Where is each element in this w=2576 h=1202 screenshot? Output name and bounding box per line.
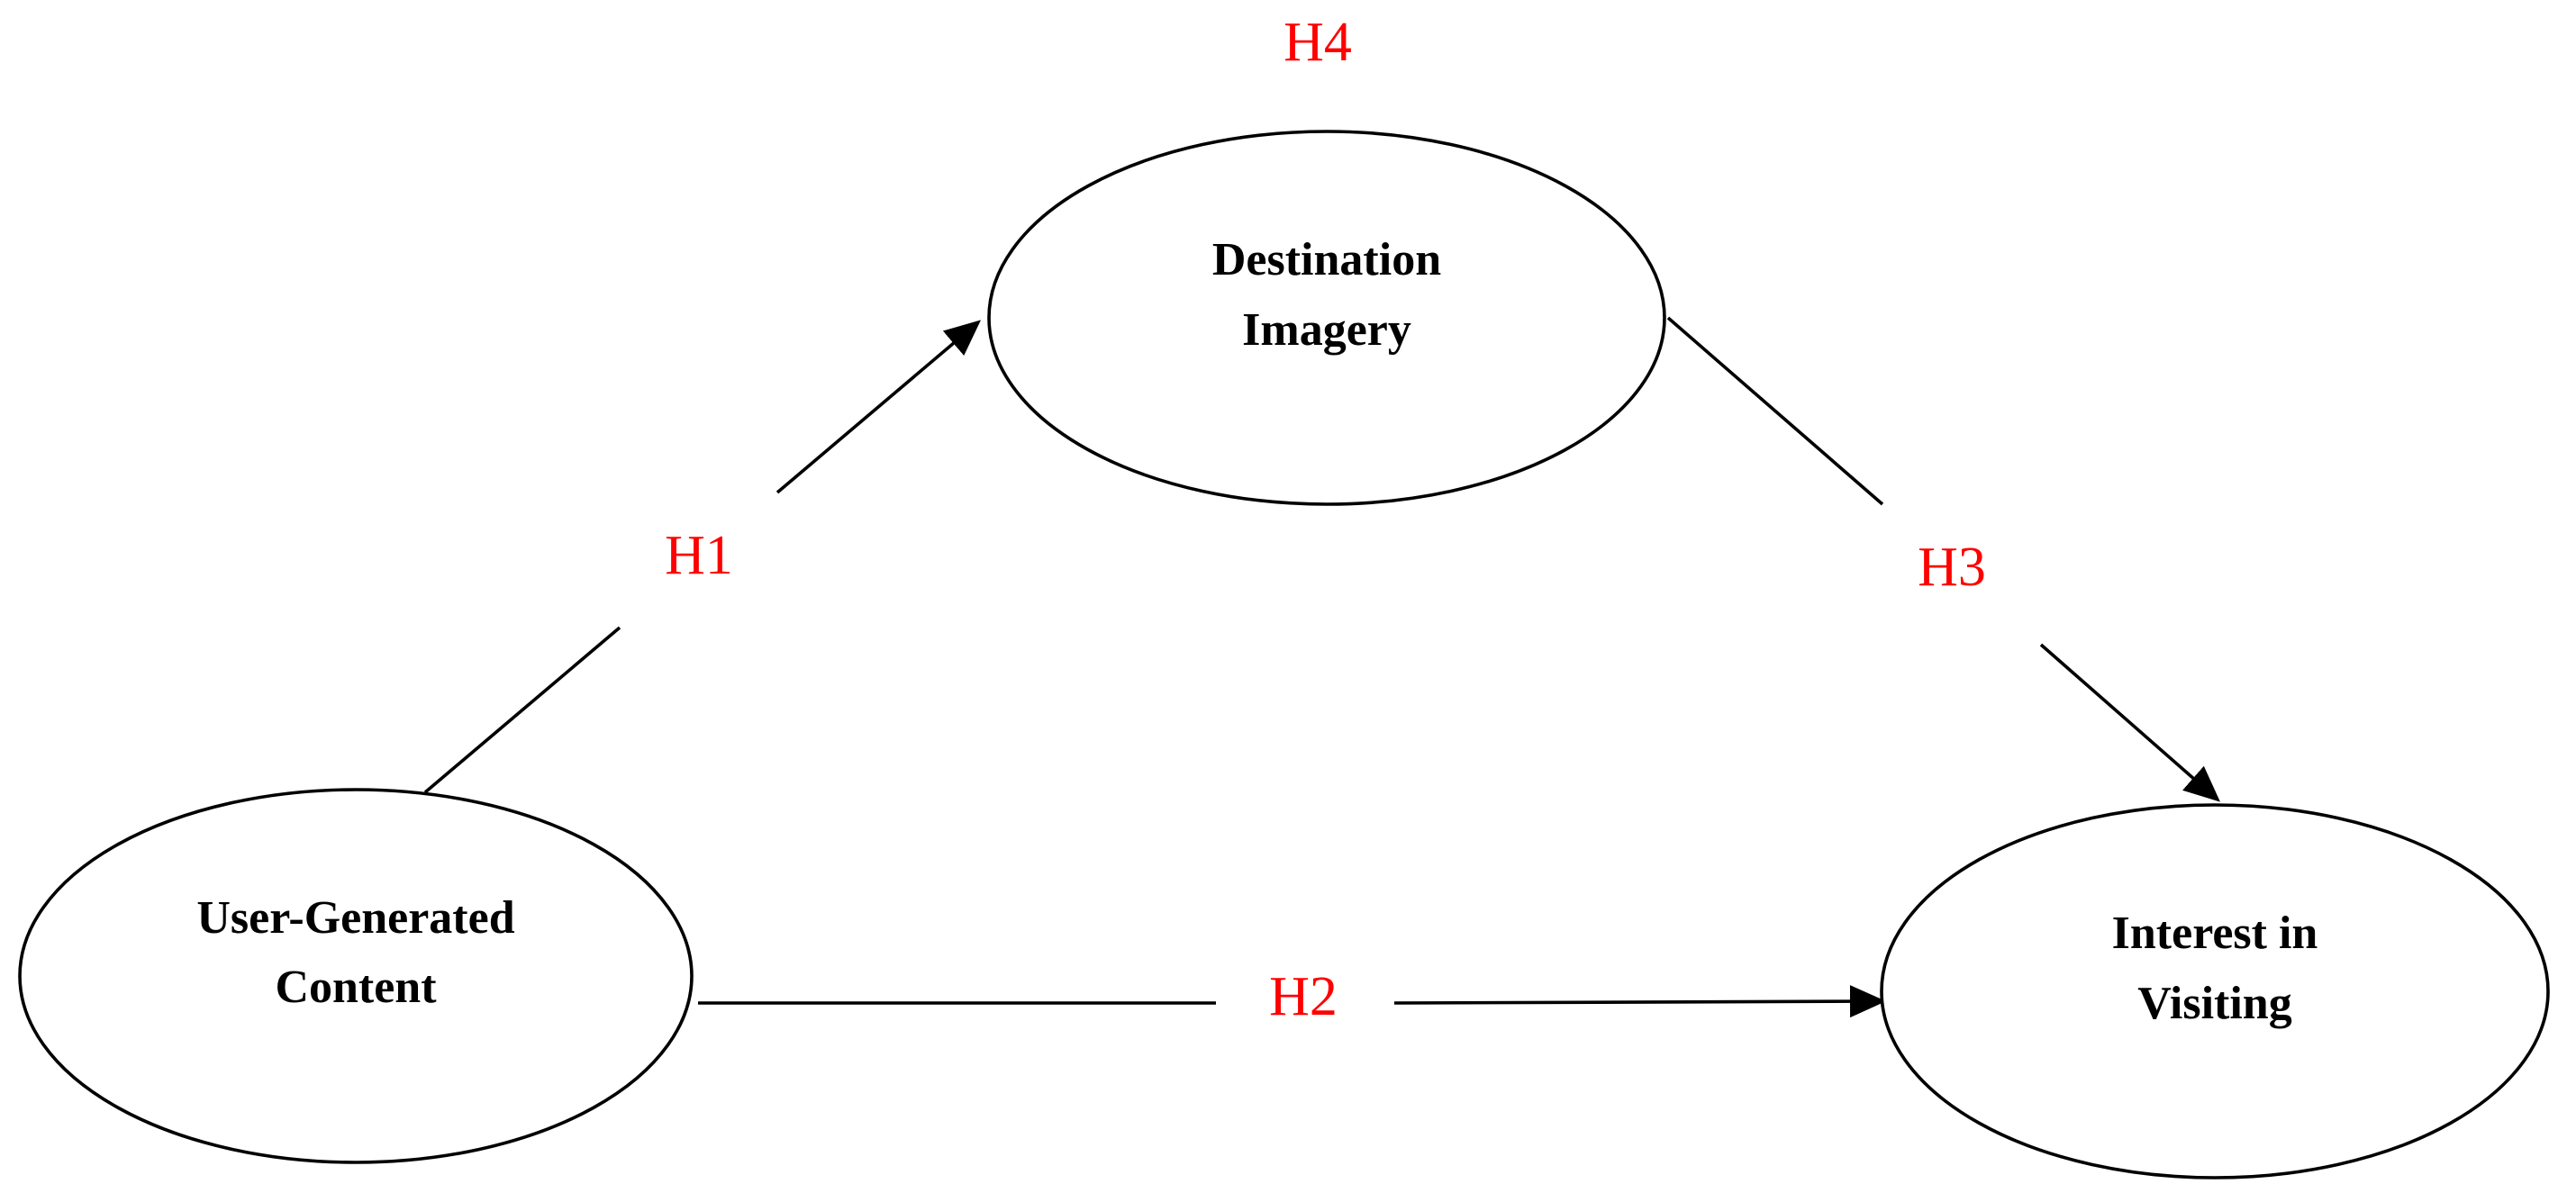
edge-h2-right-arrow bbox=[1393, 985, 1886, 1018]
edges bbox=[423, 316, 2221, 1018]
interest-in-visiting-label-line2: Visiting bbox=[2137, 978, 2291, 1029]
interest-in-visiting-label-line1: Interest in bbox=[2112, 908, 2318, 959]
edge-h3-lower-arrow bbox=[2039, 643, 2221, 802]
node-interest-in-visiting: Interest in Visiting bbox=[1880, 803, 2550, 1179]
hypothesis-label-h1: H1 bbox=[665, 525, 733, 586]
hypothesis-label-h2: H2 bbox=[1269, 966, 1338, 1027]
user-generated-content-label-line2: Content bbox=[275, 962, 437, 1013]
node-user-generated-content: User-Generated Content bbox=[18, 788, 694, 1164]
node-destination-imagery: Destination Imagery bbox=[987, 130, 1666, 506]
hypothesis-labels: H4 H1 H2 H3 bbox=[665, 12, 1986, 1027]
edge-h1-lower bbox=[423, 626, 621, 794]
hypothesis-label-h3: H3 bbox=[1918, 537, 1986, 598]
user-generated-content-ellipse bbox=[18, 788, 694, 1164]
hypothesis-label-h4: H4 bbox=[1283, 12, 1352, 73]
destination-imagery-label-line2: Imagery bbox=[1242, 304, 1411, 356]
edge-h3-upper bbox=[1666, 316, 1884, 506]
destination-imagery-ellipse bbox=[987, 130, 1666, 506]
edge-h1-upper-arrow bbox=[776, 320, 982, 494]
interest-in-visiting-ellipse bbox=[1880, 803, 2550, 1179]
user-generated-content-label-line1: User-Generated bbox=[196, 892, 514, 944]
destination-imagery-label-line1: Destination bbox=[1212, 234, 1441, 285]
